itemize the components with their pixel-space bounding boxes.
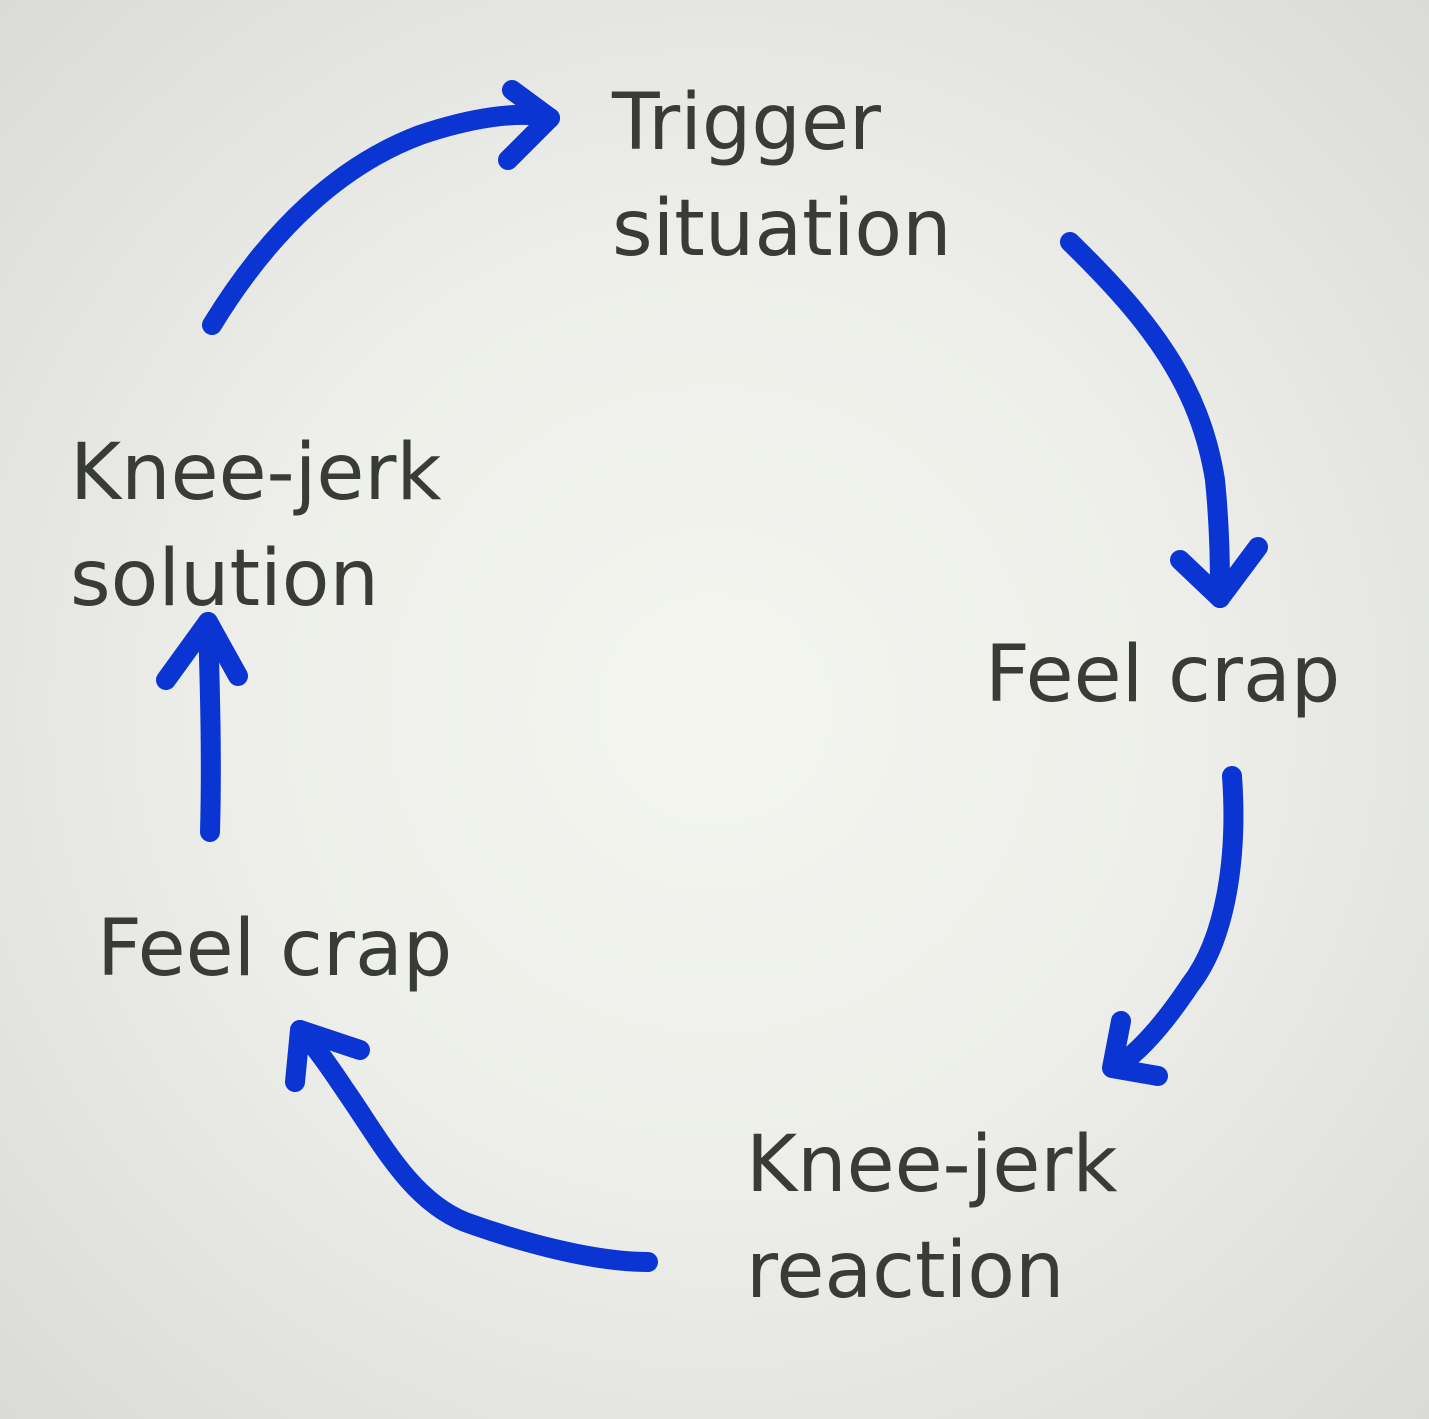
node-label-line: Feel crap	[97, 904, 453, 994]
arrow-shaft	[1105, 766, 1244, 1078]
arrow-shaft	[290, 1020, 658, 1272]
arrow-shaft	[202, 104, 560, 335]
arrow-shaft	[1060, 232, 1230, 608]
node-label-line: Feel crap	[985, 630, 1341, 720]
node-feel-crap-right: Feel crap	[985, 622, 1340, 728]
arrow-trigger-to-feel-crap	[1060, 232, 1268, 608]
node-label-line: Trigger	[612, 78, 882, 168]
arrow-reaction-to-feel-crap	[285, 1020, 658, 1272]
node-knee-jerk-solution: Knee-jerk solution	[70, 420, 442, 632]
node-label-line: Knee-jerk	[70, 428, 442, 518]
arrow-solution-to-trigger	[202, 80, 560, 335]
arrow-head	[285, 1020, 370, 1092]
node-label-line: situation	[612, 184, 952, 274]
arrow-head	[498, 80, 560, 170]
node-knee-jerk-reaction: Knee-jerk reaction	[746, 1112, 1118, 1324]
node-label-line: Knee-jerk	[746, 1120, 1118, 1210]
node-feel-crap-left: Feel crap	[97, 896, 452, 1002]
arrow-head	[1170, 537, 1268, 608]
arrow-feel-crap-to-solution	[156, 612, 248, 842]
node-label-line: reaction	[746, 1226, 1065, 1316]
arrow-feel-crap-to-reaction	[1102, 766, 1244, 1086]
arrow-head	[156, 612, 248, 690]
node-trigger-situation: Trigger situation	[612, 70, 952, 282]
arrow-head	[1102, 1011, 1168, 1086]
arrow-shaft	[198, 612, 221, 842]
node-label-line: solution	[70, 534, 379, 624]
